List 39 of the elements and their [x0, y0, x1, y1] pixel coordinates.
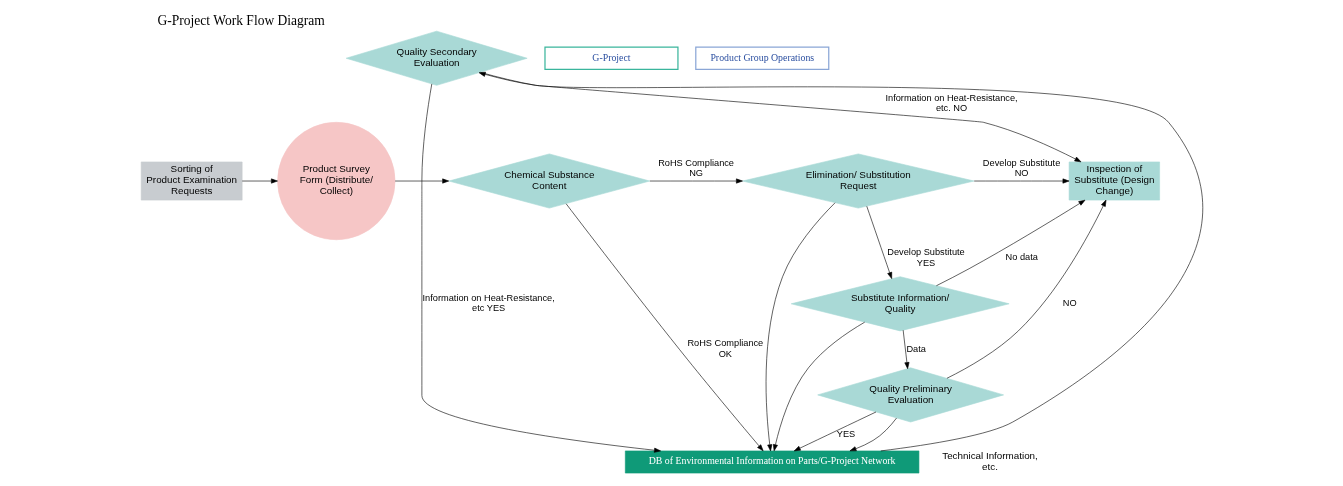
node-diamond: Elimination/ Substitution Request: [741, 153, 974, 208]
node-circle: Product Survey Form (Distribute/ Collect): [276, 121, 395, 240]
arrow: [946, 199, 1106, 379]
label: Technical Information, etc.: [941, 449, 1038, 472]
arrow: [793, 411, 876, 451]
edge-label: Develop Substitute YES: [886, 246, 965, 268]
arrow: [772, 321, 865, 451]
arrow: [765, 201, 835, 451]
diagram-title: G-Project Work Flow Diagram: [157, 12, 325, 28]
node-box: Sorting of Product Examination Requests: [140, 161, 242, 200]
arrow: [565, 202, 763, 451]
edge-label: NO: [1062, 297, 1077, 308]
node-diamond: Quality Secondary Evaluation: [345, 30, 527, 86]
arrow: [849, 417, 897, 451]
arrow: [902, 329, 909, 369]
arrow: [421, 83, 661, 453]
edge-label: No data: [1005, 251, 1038, 262]
node-box: Inspection of Substitute (Design Change): [1068, 161, 1160, 200]
edge-label: RoHS Compliance NG: [657, 157, 734, 178]
arrow: [973, 178, 1069, 183]
arrow: [479, 71, 1081, 162]
node-diamond: Quality Preliminary Evaluation: [816, 367, 1004, 422]
arrow: [241, 178, 278, 183]
arrow: [935, 199, 1085, 286]
edge-label: YES: [836, 428, 855, 439]
node-diamond: Substitute Information/ Quality: [790, 275, 1009, 331]
node-box: G-Project: [543, 46, 679, 70]
edge-label: RoHS Compliance OK: [686, 337, 763, 359]
arrow: [478, 71, 1203, 451]
node-box: DB of Environmental Information on Parts/G-Project Network: [624, 450, 919, 473]
arrow: [865, 205, 892, 279]
node-diamond: Chemical Substance Content: [448, 153, 650, 208]
edge-label: Data: [905, 343, 926, 353]
node-box: Product Group Operations: [694, 46, 829, 70]
arrow: [394, 178, 449, 183]
arrow: [649, 178, 743, 183]
edge-label: Information on Heat-Resistance, etc. NO: [884, 92, 1018, 113]
edge-label: Information on Heat-Resistance, etc YES: [422, 292, 555, 313]
edge-label: Develop Substitute NO: [982, 157, 1060, 178]
